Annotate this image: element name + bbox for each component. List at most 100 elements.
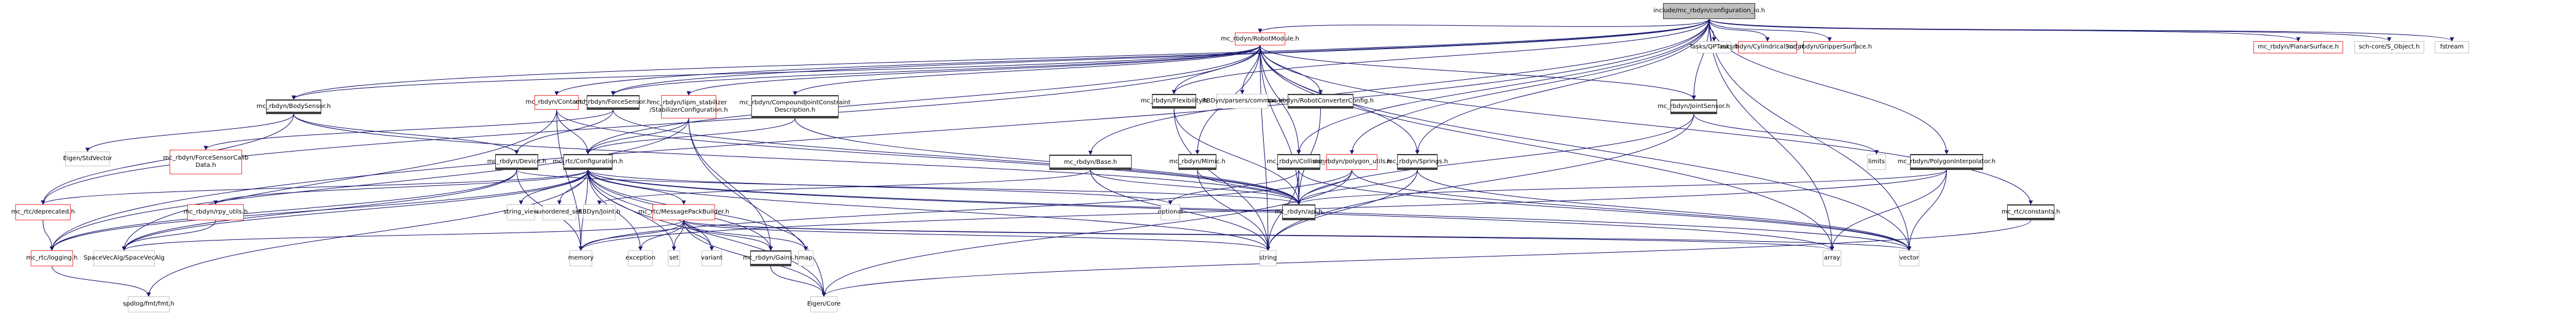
graph-node-variant[interactable]: variant xyxy=(701,250,722,266)
graph-node-limits[interactable]: limits xyxy=(1867,154,1886,170)
edge-PolygonInterpolator-to-array xyxy=(1830,169,1947,251)
edge-Configuration-to-SpaceVecAlg xyxy=(122,169,589,251)
edge-root-to-polygon_utils xyxy=(1350,18,1710,155)
edge-JointSensor-to-limits xyxy=(1693,114,1879,155)
graph-node-fmt[interactable]: spdlog/fmt/fmt.h xyxy=(123,296,174,312)
edge-StabilizerConfiguration-to-logging xyxy=(50,118,689,251)
graph-node-fstream[interactable]: fstream xyxy=(2435,41,2469,53)
graph-node-jointsensor[interactable]: mc_rbdyn/JointSensor.h xyxy=(1658,99,1730,114)
edge-JointSensor-to-string xyxy=(1266,114,1694,251)
edge-MessagePackBuilder-to-Gains xyxy=(683,220,773,251)
edge-MessagePackBuilder-to-vector xyxy=(683,220,1911,251)
graph-node-unordered-set[interactable]: unordered_set xyxy=(538,204,581,220)
graph-node-device[interactable]: mc_rbdyn/Device.h xyxy=(487,154,546,170)
edge-MessagePackBuilder-to-SpaceVecAlg xyxy=(122,220,684,251)
edge-BodySensor-to-deprecated xyxy=(41,114,294,205)
edge-RobotModule-to-Collision xyxy=(1259,45,1301,155)
edge-Base-to-RBDynJoint xyxy=(597,169,1091,205)
graph-node-string[interactable]: string xyxy=(1259,250,1277,266)
graph-node-memory[interactable]: memory xyxy=(568,250,593,266)
edge-root-to-GripperSurface xyxy=(1709,18,1832,42)
edge-Contact-to-Configuration xyxy=(556,109,590,155)
graph-node-spacevecalg[interactable]: SpaceVecAlg/SpaceVecAlg xyxy=(84,250,165,266)
edge-MessagePackBuilder-to-map xyxy=(683,220,808,251)
edge-Configuration-to-optional xyxy=(587,169,1173,205)
graph-node-forcesensor[interactable]: mc_rbdyn/ForceSensor.h xyxy=(576,95,651,110)
edge-RobotModule-to-StabilizerConfiguration xyxy=(686,45,1261,96)
edge-root-to-Springs xyxy=(1415,18,1710,155)
graph-node-deprecated[interactable]: mc_rtc/deprecated.h xyxy=(11,204,75,220)
graph-node-configuration[interactable]: mc_rtc/Configuration.h xyxy=(553,154,623,170)
edge-Configuration-to-unordered_set xyxy=(557,169,589,205)
graph-node-contact[interactable]: mc_rbdyn/Contact.h xyxy=(525,95,588,110)
graph-node-rpy-utils[interactable]: mc_rbdyn/rpy_utils.h xyxy=(184,204,248,220)
edge-MessagePackBuilder-to-string xyxy=(683,220,1270,251)
graph-node-root: include/mc_rbdyn/configuration_io.h xyxy=(1653,3,1765,19)
graph-node-gains[interactable]: mc_rbdyn/Gains.h xyxy=(743,250,799,266)
graph-node-polygon-utils[interactable]: mc_rbdyn/polygon_utils.h xyxy=(1312,154,1392,170)
graph-node-api[interactable]: mc_rbdyn/api.h xyxy=(1275,204,1323,220)
graph-node-parserscommon[interactable]: RBDyn/parsers/common.h xyxy=(1202,94,1282,109)
edge-CompoundJointConstraintDescription-to-api xyxy=(794,118,1301,205)
edge-CompoundJointConstraintDescription-to-Configuration xyxy=(585,118,796,155)
edge-polygon_utils-to-vector xyxy=(1352,169,1911,251)
graph-node-string-view[interactable]: string_view xyxy=(504,204,538,220)
edge-root-to-fstream xyxy=(1709,18,2454,42)
edge-RobotModule-to-constants xyxy=(1259,45,2033,205)
edge-Springs-to-string xyxy=(1266,169,1418,251)
edge-Springs-to-vector xyxy=(1417,169,1911,251)
edge-Flexibility-to-string xyxy=(1173,108,1270,251)
graph-node-grippersurface[interactable]: mc_rbdyn/GripperSurface.h xyxy=(1787,41,1872,53)
graph-node-planarsurface[interactable]: mc_rbdyn/PlanarSurface.h xyxy=(2253,41,2343,53)
graph-node-polygoninterpolator[interactable]: mc_rbdyn/PolygonInterpolator.h xyxy=(1898,154,1995,170)
graph-node-forcesensorcalibdata[interactable]: mc_rbdyn/ForceSensorCalib Data.h xyxy=(163,150,249,174)
edge-Configuration-to-MessagePackBuilder xyxy=(587,169,686,205)
edge-Flexibility-to-api xyxy=(1173,108,1301,205)
edge-root-to-RobotModule xyxy=(1258,18,1710,33)
graph-node-springs[interactable]: mc_rbdyn/Springs.h xyxy=(1387,154,1448,170)
graph-node-vector[interactable]: vector xyxy=(1899,250,1919,266)
edge-Configuration-to-vector xyxy=(587,169,1911,251)
graph-node-base[interactable]: mc_rbdyn/Base.h xyxy=(1049,155,1132,170)
graph-node-robotconverterconfig[interactable]: mc_rbdyn/RobotConverterConfig.h xyxy=(1267,94,1374,109)
edge-RobotModule-to-ForceSensor xyxy=(611,45,1261,96)
edge-RobotModule-to-BodySensor xyxy=(291,45,1261,100)
graph-node-robotmodule[interactable]: mc_rbdyn/RobotModule.h xyxy=(1221,33,1299,45)
graph-node-stdvector[interactable]: Eigen/StdVector xyxy=(63,152,112,166)
graph-node-mimic[interactable]: mc_rbdyn/Mimic.h xyxy=(1169,154,1226,170)
graph-node-cylindricalsurface[interactable]: mc_rbdyn/CylindricalSurface.h xyxy=(1721,41,1814,53)
graph-node-rbdynjoint[interactable]: RBDyn/Joint.h xyxy=(578,204,621,220)
edge-Mimic-to-string xyxy=(1197,169,1270,251)
graph-node-eigencore[interactable]: Eigen/Core xyxy=(807,296,840,312)
edge-Configuration-to-string_view xyxy=(519,169,589,205)
graph-node-flexibility[interactable]: mc_rbdyn/Flexibility.h xyxy=(1141,94,1207,109)
edge-RobotModule-to-vector xyxy=(1259,45,1911,251)
edge-RobotModule-to-JointSensor xyxy=(1259,45,1696,100)
graph-node-map[interactable]: map xyxy=(798,250,813,266)
edge-root-to-vector xyxy=(1709,18,1911,251)
edge-PolygonInterpolator-to-vector xyxy=(1907,169,1947,251)
graph-node-logging[interactable]: mc_rtc/logging.h xyxy=(26,250,77,266)
edge-JointSensor-to-api xyxy=(1296,114,1694,205)
graph-node-constants[interactable]: mc_rtc/constants.h xyxy=(2002,204,2060,220)
edge-Configuration-to-variant xyxy=(587,169,714,251)
edge-PolygonInterpolator-to-memory xyxy=(579,169,1947,251)
graph-node-bodysensor[interactable]: mc_rbdyn/BodySensor.h xyxy=(257,99,331,114)
graph-node-messagepackbuilder[interactable]: mc_rtc/MessagePackBuilder.h xyxy=(638,204,729,220)
edge-RobotModule-to-deprecated xyxy=(41,45,1261,205)
graph-node-exception[interactable]: exception xyxy=(625,250,656,266)
edge-MessagePackBuilder-to-exception xyxy=(638,220,684,251)
graph-node-set[interactable]: set xyxy=(668,250,680,266)
edge-Configuration-to-rpy_utils xyxy=(213,169,589,205)
graph-node-qptasks[interactable]: Tasks/QPTasks.h xyxy=(1689,41,1739,53)
graph-node-s-object[interactable]: sch-core/S_Object.h xyxy=(2354,41,2424,53)
graph-node-stabilizerconfiguration[interactable]: mc_rbdyn/lipm_stabilizer /StabilizerConf… xyxy=(649,95,728,118)
graph-node-optional[interactable]: optional xyxy=(1158,204,1183,220)
graph-node-collision[interactable]: mc_rbdyn/Collision.h xyxy=(1267,154,1331,170)
graph-node-array[interactable]: array xyxy=(1823,250,1841,266)
edge-MessagePackBuilder-to-memory xyxy=(579,220,684,251)
edge-root-to-Collision xyxy=(1296,18,1710,155)
edge-Mimic-to-api xyxy=(1197,169,1301,205)
graph-node-compoundjointconstraintdescription[interactable]: mc_rbdyn/CompoundJointConstraint Descrip… xyxy=(740,95,850,118)
